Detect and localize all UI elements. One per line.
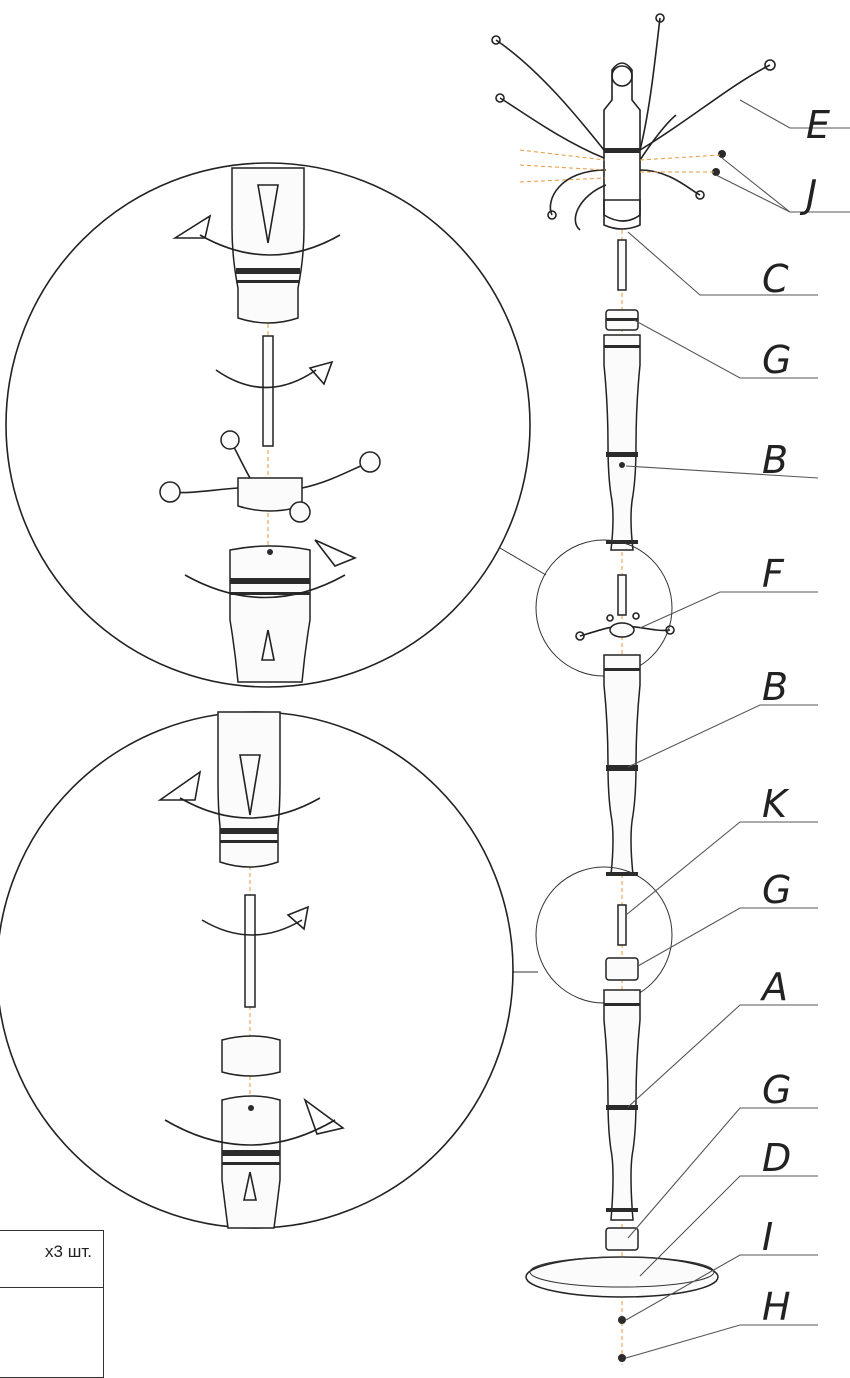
connector-f bbox=[575, 612, 675, 641]
callout-c: C bbox=[762, 257, 789, 301]
callout-f: F bbox=[762, 552, 785, 596]
callout-e: E bbox=[806, 103, 830, 147]
pole-segment-a bbox=[603, 989, 641, 1221]
callout-a: A bbox=[759, 965, 788, 1009]
rotate-arrow-icon bbox=[172, 214, 212, 239]
detail-view-lower-joint bbox=[0, 711, 538, 1229]
callout-g-mid: G bbox=[762, 868, 791, 912]
callout-j: J bbox=[799, 172, 817, 216]
callout-i: I bbox=[762, 1215, 773, 1259]
callouts: E J C G B F B K G A G D I H bbox=[625, 99, 850, 1359]
callout-k: K bbox=[762, 782, 790, 826]
pole-segment-b-mid bbox=[603, 654, 641, 876]
base-d bbox=[525, 1227, 719, 1362]
callout-b-mid: B bbox=[762, 665, 788, 709]
callout-d: D bbox=[762, 1136, 791, 1180]
callout-g-bottom: G bbox=[762, 1068, 791, 1112]
quantity-note: x3 шт. bbox=[45, 1242, 92, 1261]
quantity-table-cell bbox=[0, 1230, 104, 1288]
top-hooks-assembly bbox=[491, 13, 776, 231]
callout-g-top: G bbox=[762, 338, 791, 382]
callout-h: H bbox=[762, 1285, 791, 1329]
coat-stand-exploded-view bbox=[491, 13, 776, 1365]
pole-segment-b-top bbox=[603, 334, 641, 551]
detail-view-upper-joint bbox=[5, 162, 547, 688]
callout-b-top: B bbox=[762, 438, 788, 482]
insert-arrow-icon bbox=[257, 184, 279, 244]
